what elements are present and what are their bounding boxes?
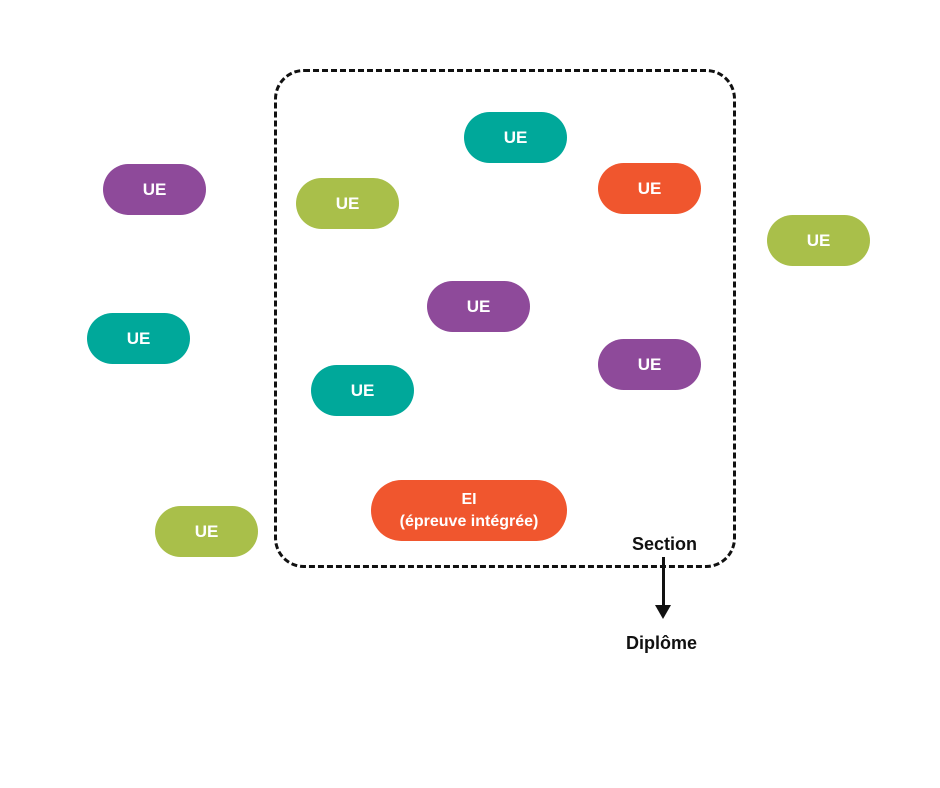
ue-label: UE <box>126 328 151 348</box>
ue-outside-purple-left: UE <box>103 164 206 215</box>
ue-label: UE <box>466 296 491 316</box>
arrow-shaft <box>662 557 665 609</box>
ue-label: UE <box>503 127 528 147</box>
ue-inside-purple-center: UE <box>427 281 530 332</box>
ei-subtitle: (épreuve intégrée) <box>399 512 539 530</box>
ue-inside-orange-top-right: UE <box>598 163 701 214</box>
ue-label: UE <box>335 193 360 213</box>
ue-inside-purple-right: UE <box>598 339 701 390</box>
ue-label: UE <box>637 178 662 198</box>
ue-label: UE <box>637 354 662 374</box>
ei-title: EI <box>461 490 477 508</box>
diploma-label: Diplôme <box>626 633 698 653</box>
ue-inside-green-top-left: UE <box>296 178 399 229</box>
ei-integrated-test: EI (épreuve intégrée) <box>371 480 567 541</box>
ue-label: UE <box>142 179 167 199</box>
ue-outside-teal-left: UE <box>87 313 190 364</box>
section-label: Section <box>632 534 698 554</box>
ue-inside-teal-top: UE <box>464 112 567 163</box>
ue-label: UE <box>350 380 375 400</box>
ue-outside-green-bottom-left: UE <box>155 506 258 557</box>
ue-label: UE <box>806 230 831 250</box>
ue-outside-green-right: UE <box>767 215 870 266</box>
ue-inside-teal-bottom-left: UE <box>311 365 414 416</box>
ue-label: UE <box>194 521 219 541</box>
section-boundary <box>274 69 736 568</box>
arrow-down-icon <box>655 605 671 619</box>
